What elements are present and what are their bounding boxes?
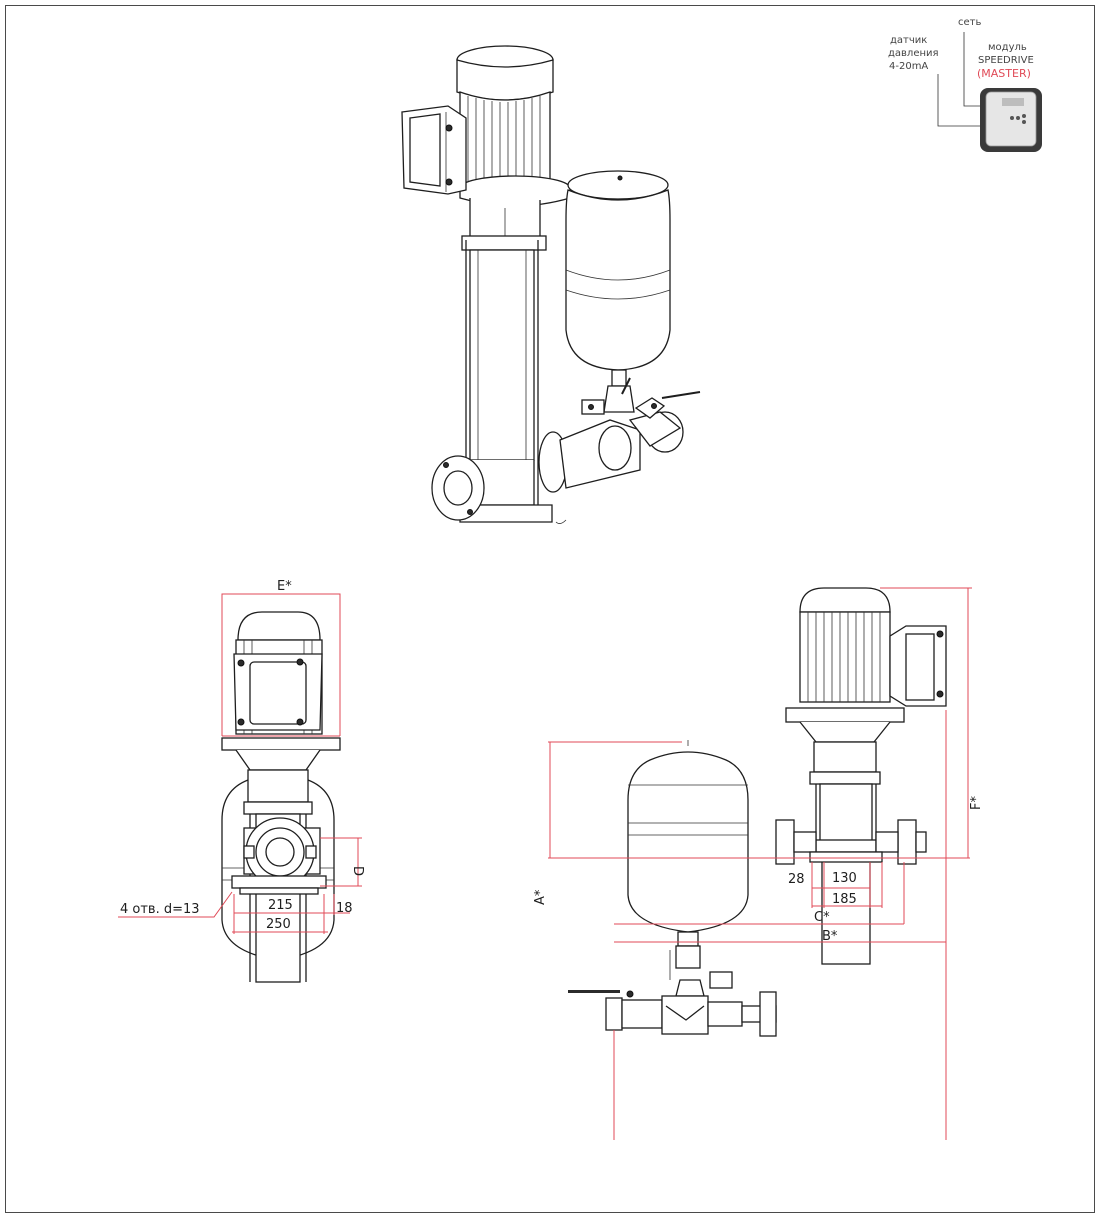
dimension-b: B*: [822, 929, 838, 944]
mains-label: сеть: [958, 17, 981, 28]
dimension-18: 18: [336, 901, 353, 916]
dimension-250: 250: [266, 917, 291, 932]
module-label-line1: модуль: [988, 42, 1027, 53]
control-scheme: сеть датчик давления 4-20mA модуль SPEED…: [888, 17, 1042, 152]
front-view: [221, 611, 341, 983]
module-label-master: (MASTER): [977, 67, 1031, 80]
drawing-frame: [5, 5, 1095, 1213]
dimension-130: 130: [832, 871, 857, 886]
side-view-dimensions: A* F* 28 130 185 C* B*: [533, 587, 984, 1140]
front-view-dimensions: E* D 215 18 250 4 отв. d=13: [118, 579, 365, 934]
sensor-label-line1: датчик: [890, 35, 927, 46]
sensor-label-line3: 4-20mA: [889, 61, 928, 72]
dimension-c: C*: [814, 910, 830, 925]
holes-callout: 4 отв. d=13: [120, 902, 200, 917]
sensor-label-line2: давления: [888, 48, 939, 59]
dimension-185: 185: [832, 892, 857, 907]
dimension-215: 215: [268, 898, 293, 913]
isometric-pump-view: [401, 45, 701, 524]
dimension-a: A*: [533, 889, 548, 905]
dimension-e: E*: [277, 579, 292, 594]
speedrive-module-icon: [980, 88, 1042, 152]
dimension-28: 28: [788, 872, 805, 887]
dimension-f: F*: [969, 796, 984, 810]
module-label-line2: SPEEDRIVE: [978, 55, 1034, 66]
dimension-d: D: [350, 866, 365, 876]
side-view: [568, 587, 947, 1037]
